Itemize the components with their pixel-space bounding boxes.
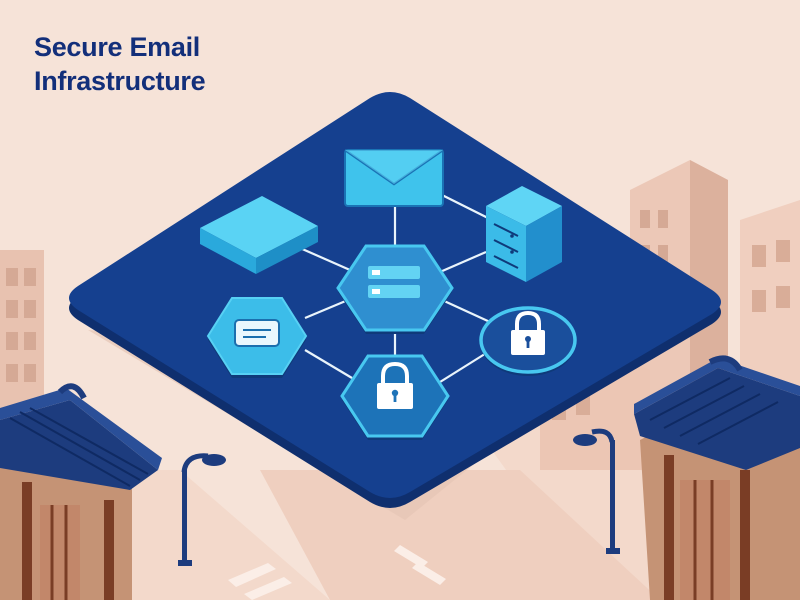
hanok-gate-right — [634, 355, 800, 600]
lock-icon — [377, 361, 413, 409]
lock-circle-node — [479, 306, 577, 376]
lock-icon — [511, 310, 545, 355]
center-server-hex-node — [336, 244, 454, 334]
message-icon — [234, 319, 280, 347]
street-lamp-right — [573, 428, 620, 554]
hanok-gate-left — [0, 383, 162, 600]
title-line-2: Infrastructure — [34, 66, 206, 96]
street-lamp-left — [178, 453, 226, 566]
lock-hex-node — [340, 354, 450, 440]
street-center — [260, 470, 660, 600]
title-line-1: Secure Email — [34, 32, 200, 62]
tile-node — [200, 196, 318, 274]
envelope-node — [344, 148, 444, 207]
page-title: Secure Email Infrastructure — [34, 30, 334, 98]
server-cube-icon — [493, 223, 519, 269]
crosswalk — [228, 545, 446, 600]
server-icon — [368, 266, 420, 298]
tile-icon — [200, 196, 318, 258]
server-cube-node — [486, 186, 562, 282]
message-hex-node — [206, 297, 308, 378]
